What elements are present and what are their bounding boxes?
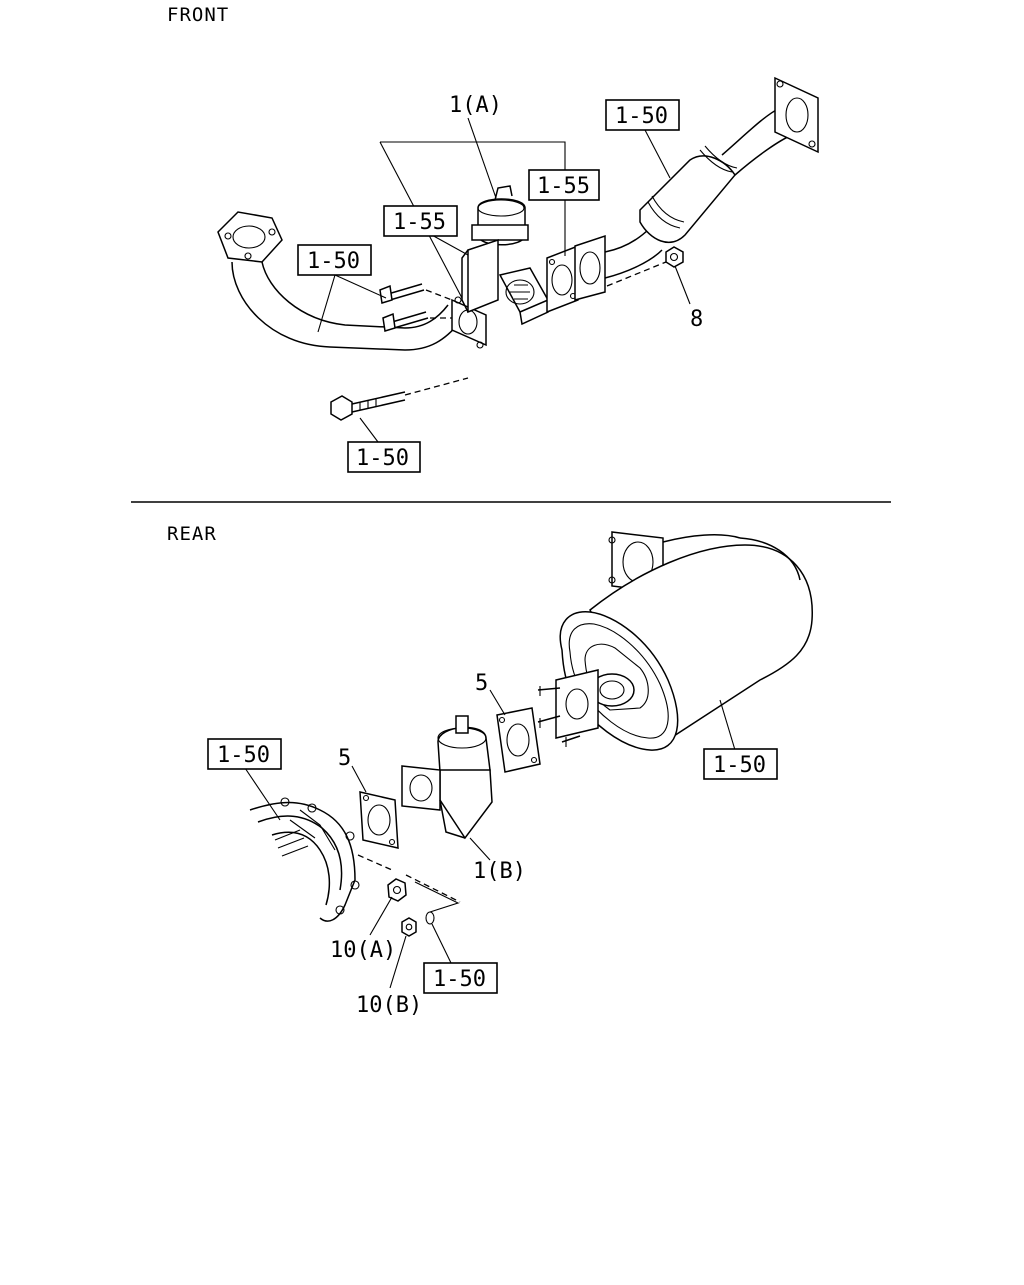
label-part-1a: 1(A): [449, 93, 502, 118]
label-part-10a: 10(A): [330, 938, 396, 963]
label-part-10b: 10(B): [356, 993, 422, 1018]
rear-gasket-lower-drawing: [359, 791, 399, 849]
label-part-5-upper: 5: [475, 671, 488, 696]
ref-box-front-top-right: [605, 99, 680, 131]
ref-box-front-gasket-left: [383, 205, 458, 237]
label-ref-front-gasket-right: 1-55: [537, 174, 590, 199]
label-ref-rear-washer: 1-50: [433, 967, 486, 992]
label-ref-rear-manifold: 1-50: [217, 743, 270, 768]
label-ref-front-pipe: 1-50: [307, 249, 360, 274]
front-pipe-drawing: [217, 211, 487, 351]
exhaust-brake-valve-1b: [401, 715, 493, 840]
rear-nuts-drawing: [357, 854, 461, 937]
section-title-rear: REAR: [167, 523, 217, 545]
ref-box-rear-washer: [423, 962, 498, 994]
rear-leaders: [244, 689, 736, 989]
muffler-drawing: [537, 531, 813, 751]
label-ref-front-bolt: 1-50: [356, 446, 409, 471]
exhaust-brake-valve-1a: [461, 185, 550, 326]
catalyst-pipe-drawing: [574, 76, 819, 301]
ref-box-front-bolt: [347, 441, 421, 473]
ref-box-rear-muffler: [703, 748, 778, 780]
rear-gasket-upper-drawing: [496, 707, 541, 773]
ref-box-front-gasket-right: [528, 169, 600, 201]
long-bolt-drawing: [330, 377, 469, 421]
exhaust-manifold-drawing: [249, 797, 360, 922]
section-title-front: FRONT: [167, 4, 229, 26]
label-ref-front-top-right: 1-50: [615, 104, 668, 129]
ref-box-front-pipe: [297, 244, 372, 276]
ref-box-rear-manifold: [207, 738, 282, 770]
label-part-1b: 1(B): [473, 859, 526, 884]
label-part-8: 8: [690, 307, 703, 332]
front-bolts-drawing: [379, 283, 453, 332]
nut-8-drawing: [606, 246, 684, 287]
label-ref-front-gasket-left: 1-55: [393, 210, 446, 235]
label-ref-rear-muffler: 1-50: [713, 753, 766, 778]
label-part-5-lower: 5: [338, 746, 351, 771]
front-gasket-drawing: [546, 244, 579, 314]
